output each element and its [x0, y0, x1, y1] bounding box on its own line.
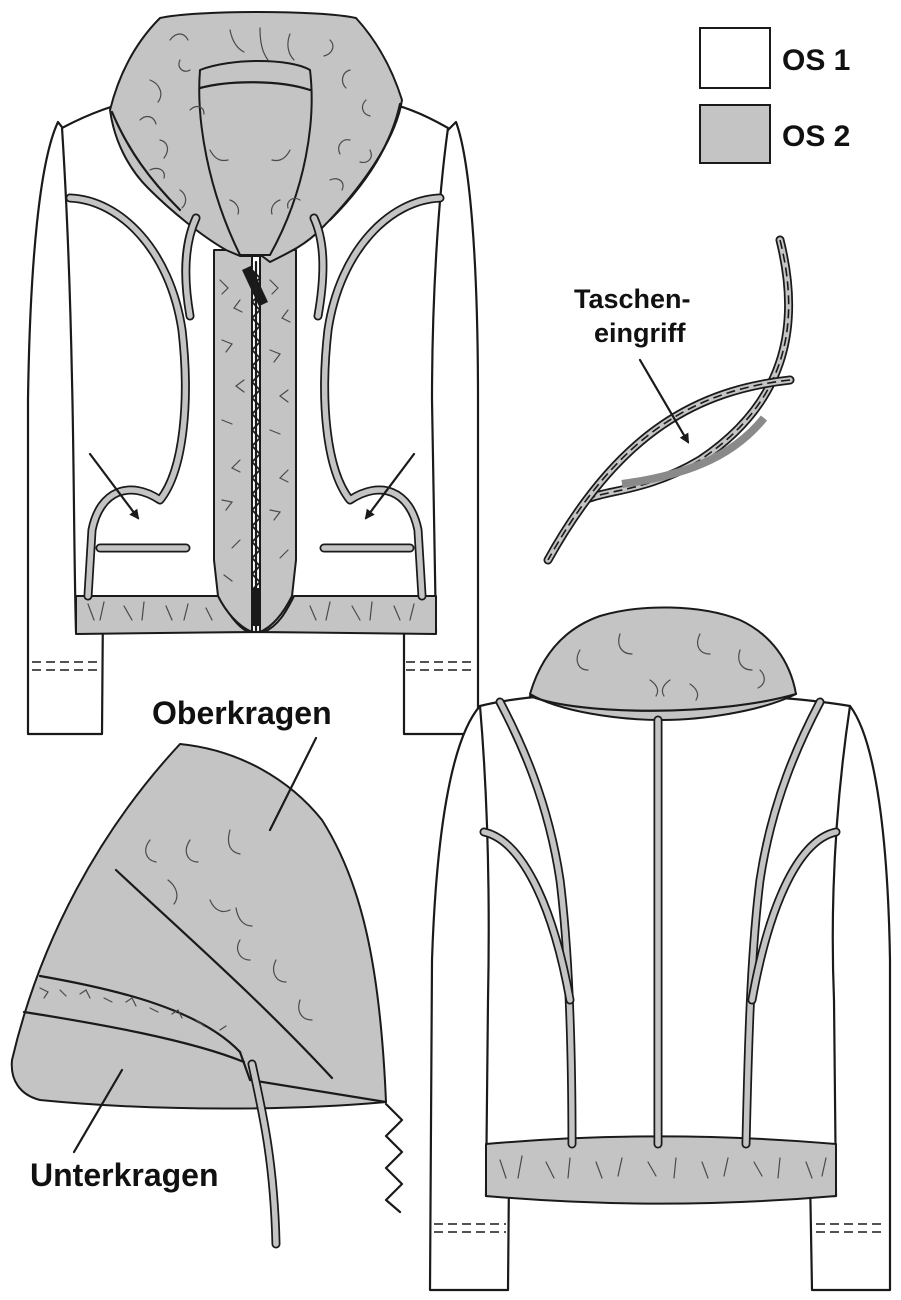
- upper-collar-shape: [10, 743, 387, 1110]
- pocket-arrow-left: [88, 452, 140, 520]
- front-placket: [213, 249, 253, 633]
- pocket-opening-label-line1: Taschen-: [574, 284, 691, 314]
- collar-detail: Oberkragen Unterkragen: [10, 695, 404, 1249]
- back-collar: [529, 606, 797, 721]
- back-hem-band: [485, 1135, 837, 1205]
- legend: OS 1 OS 2: [699, 27, 850, 164]
- under-collar-label: Unterkragen: [30, 1157, 219, 1193]
- collar-fur-texture: [139, 27, 372, 215]
- pocket-opening-mark: [621, 415, 768, 488]
- jacket-back-view: [428, 606, 892, 1292]
- back-body: [478, 692, 852, 1198]
- pocket-opening-arrow: [638, 358, 690, 444]
- legend-swatch-os2: [699, 104, 771, 164]
- jacket-front-view: [26, 11, 480, 736]
- zipper-teeth: [250, 269, 262, 591]
- pocket-arrow-right: [364, 452, 416, 520]
- zipper-pull-top: [242, 265, 268, 307]
- legend-label-os1: OS 1: [782, 44, 850, 77]
- upper-collar-leader: [268, 736, 318, 832]
- placket-fur-texture: [87, 279, 415, 621]
- legend-swatch-os1: [699, 27, 771, 89]
- legend-label-os2: OS 2: [782, 120, 850, 153]
- zipper-stop-bottom: [251, 588, 260, 626]
- upper-collar-label: Oberkragen: [152, 695, 332, 731]
- pocket-opening-detail: Taschen- eingriff: [543, 235, 795, 565]
- under-collar-leader: [72, 1068, 124, 1154]
- pocket-opening-label-line2: eingriff: [594, 318, 687, 348]
